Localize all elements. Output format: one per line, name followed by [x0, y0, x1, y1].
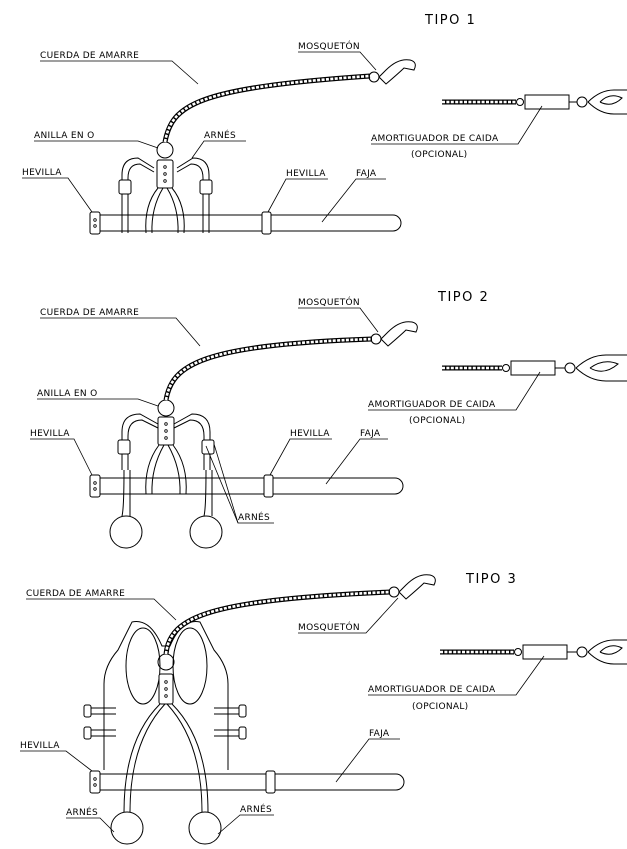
shock-absorber — [440, 639, 627, 665]
buckle-left — [89, 211, 101, 235]
label-snap: MOSQUETÓN — [298, 621, 360, 633]
label-buckle-right: HEVILLA — [286, 169, 326, 179]
snap-hook — [370, 321, 418, 347]
label-harness-left: ARNÉS — [66, 806, 98, 818]
label-rope: CUERDA DE AMARRE — [40, 308, 139, 318]
label-belt: FAJA — [369, 729, 390, 739]
label-rope: CUERDA DE AMARRE — [26, 589, 125, 599]
label-absorber: AMORTIGUADOR DE CAIDA — [368, 685, 496, 695]
label-snap: MOSQUETÓN — [298, 40, 360, 52]
label-absorber: AMORTIGUADOR DE CAIDA — [368, 400, 496, 410]
leg-loop-left — [110, 811, 144, 845]
label-belt: FAJA — [360, 429, 381, 439]
leg-loop-right — [189, 515, 223, 549]
belt-faja — [89, 474, 404, 498]
label-harness-right: ARNÉS — [240, 803, 272, 815]
snap-hook — [388, 574, 436, 600]
panel-title: TIPO 3 — [465, 572, 517, 587]
panel-tipo-3: TIPO 3 — [20, 572, 627, 845]
label-optional: (OPCIONAL) — [409, 416, 465, 426]
buckle-right — [261, 211, 272, 235]
label-ring: ANILLA EN O — [34, 131, 94, 141]
shock-absorber — [442, 89, 627, 115]
label-buckle-left: HEVILLA — [22, 168, 62, 178]
buckle-right — [265, 770, 276, 794]
harness-arnes — [118, 141, 213, 234]
vest-body — [83, 621, 247, 770]
panel-title: TIPO 1 — [424, 13, 476, 28]
label-optional: (OPCIONAL) — [411, 150, 467, 160]
belt-faja — [89, 211, 402, 235]
leg-loop-right — [188, 811, 222, 845]
buckle-right — [263, 474, 274, 498]
o-ring — [157, 399, 175, 417]
panel-title: TIPO 2 — [437, 290, 489, 305]
label-belt: FAJA — [356, 169, 377, 179]
label-ring: ANILLA EN O — [37, 389, 97, 399]
label-buckle-right: HEVILLA — [290, 429, 330, 439]
label-buckle-left: HEVILLA — [20, 741, 60, 751]
label-snap: MOSQUETÓN — [298, 296, 360, 308]
snap-hook — [368, 59, 416, 85]
label-harness: ARNÉS — [204, 129, 236, 141]
shock-absorber — [442, 354, 627, 382]
label-buckle-left: HEVILLA — [30, 429, 70, 439]
buckle-left — [89, 474, 101, 498]
label-rope: CUERDA DE AMARRE — [40, 51, 139, 61]
buckle-left — [89, 770, 101, 794]
leg-loop-left — [109, 515, 143, 549]
o-ring — [156, 141, 174, 159]
harness-arnes — [110, 653, 222, 845]
label-optional: (OPCIONAL) — [412, 702, 468, 712]
harness-arnes — [109, 399, 223, 549]
label-absorber: AMORTIGUADOR DE CAIDA — [371, 134, 499, 144]
label-harness: ARNÉS — [238, 511, 270, 523]
panel-tipo-2: TIPO 2 — [30, 290, 627, 549]
panel-tipo-1: TIPO 1 — [22, 13, 627, 235]
belt-faja — [89, 770, 405, 794]
